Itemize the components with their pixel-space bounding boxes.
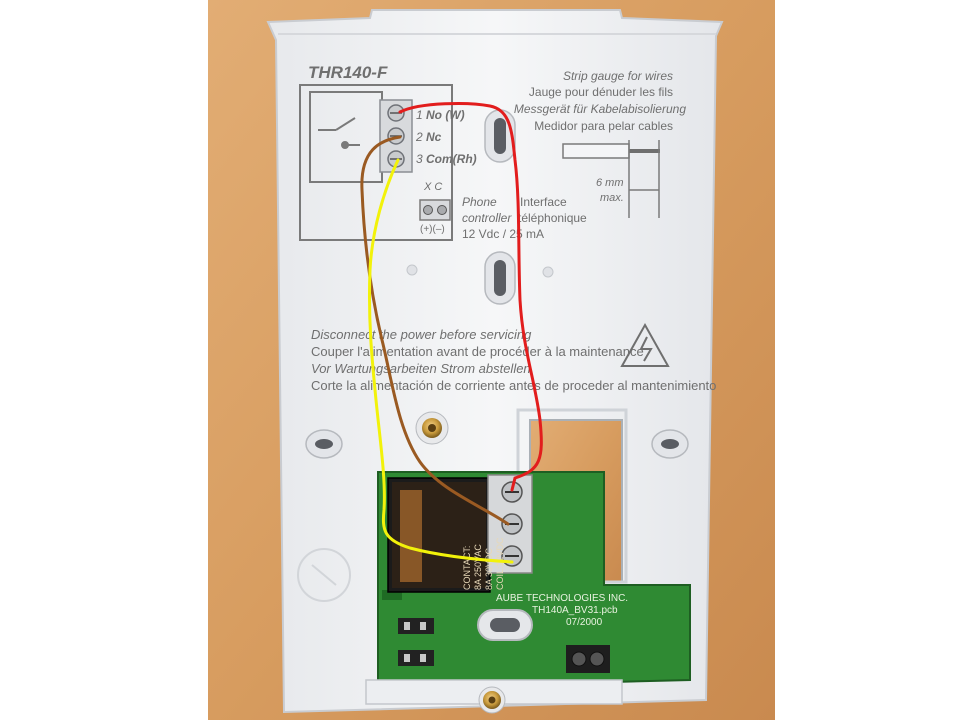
phone-line-1: Phone xyxy=(462,195,497,209)
warning-line-4: Corte la alimentación de corriente antes… xyxy=(311,378,716,393)
phone-line-3: 12 Vdc / 25 mA xyxy=(462,227,544,241)
model-label: THR140-F xyxy=(308,63,388,82)
svg-text:3: 3 xyxy=(416,152,423,166)
terminal-labels: 1 No (W) 2 Nc 3 Com(Rh) xyxy=(415,108,477,166)
pcb-small-terminal xyxy=(566,645,610,673)
strip-gauge-diagram xyxy=(562,140,660,218)
svg-text:Nc: Nc xyxy=(426,130,442,144)
relay-print: CONTACT: 8A 250VAC 8A 30VDC COIL:12VDC xyxy=(462,537,505,590)
gauge-mm-line-1: 6 mm xyxy=(596,177,624,189)
warning-line-1: Disconnect the power before servicing xyxy=(311,327,532,342)
high-voltage-warning-icon xyxy=(620,322,670,367)
brass-screw-top xyxy=(415,411,449,445)
brown-wire xyxy=(360,135,510,526)
pcb-maker-line-1: AUBE TECHNOLOGIES INC. xyxy=(496,593,628,604)
svg-text:8A 30VDC: 8A 30VDC xyxy=(484,547,494,590)
strip-gauge-line-1: Strip gauge for wires xyxy=(563,69,673,83)
phone-line-2: controller xyxy=(462,211,512,225)
svg-text:1: 1 xyxy=(416,108,423,122)
relay-component xyxy=(387,477,491,593)
svg-text:2: 2 xyxy=(415,130,423,144)
strip-gauge-line-2: Jauge pour dénuder les fils xyxy=(529,85,673,99)
pcb-maker-line-2: TH140A_BV31.pcb xyxy=(532,605,618,616)
pcb-maker-line-3: 07/2000 xyxy=(566,617,603,628)
svg-text:COIL:12VDC: COIL:12VDC xyxy=(495,537,505,590)
phone-connector xyxy=(419,199,451,221)
xc-label: X C xyxy=(423,181,442,193)
embossed-date-wheel xyxy=(297,548,351,602)
svg-text:Com(Rh): Com(Rh) xyxy=(426,152,477,166)
screw-terminal-icon xyxy=(379,99,413,173)
thermostat-backplate-photo: THR140-F 1 No (W) 2 Nc 3 Com(Rh) X C (+)… xyxy=(208,0,775,720)
brass-screw-bottom xyxy=(478,686,506,714)
schematic-frame xyxy=(299,84,453,241)
interface-line-2: téléphonique xyxy=(518,211,587,225)
svg-text:CONTACT:: CONTACT: xyxy=(462,546,472,590)
plus-minus-label: (+)(–) xyxy=(420,224,445,235)
warning-line-2: Couper l'alimentation avant de procéder … xyxy=(311,344,644,359)
red-wire xyxy=(398,102,543,492)
warning-line-3: Vor Wartungsarbeiten Strom abstellen xyxy=(311,361,531,376)
svg-text:No (W): No (W) xyxy=(426,108,465,122)
gauge-mm-line-2: max. xyxy=(600,192,624,204)
svg-text:8A 250VAC: 8A 250VAC xyxy=(473,544,483,590)
interface-line-1: Interface xyxy=(520,195,567,209)
pcb-terminal-block xyxy=(487,474,533,574)
strip-gauge-line-3: Messgerät für Kabelabisolierung xyxy=(514,102,686,116)
yellow-wire xyxy=(367,158,514,564)
strip-gauge-line-4: Medidor para pelar cables xyxy=(534,119,673,133)
